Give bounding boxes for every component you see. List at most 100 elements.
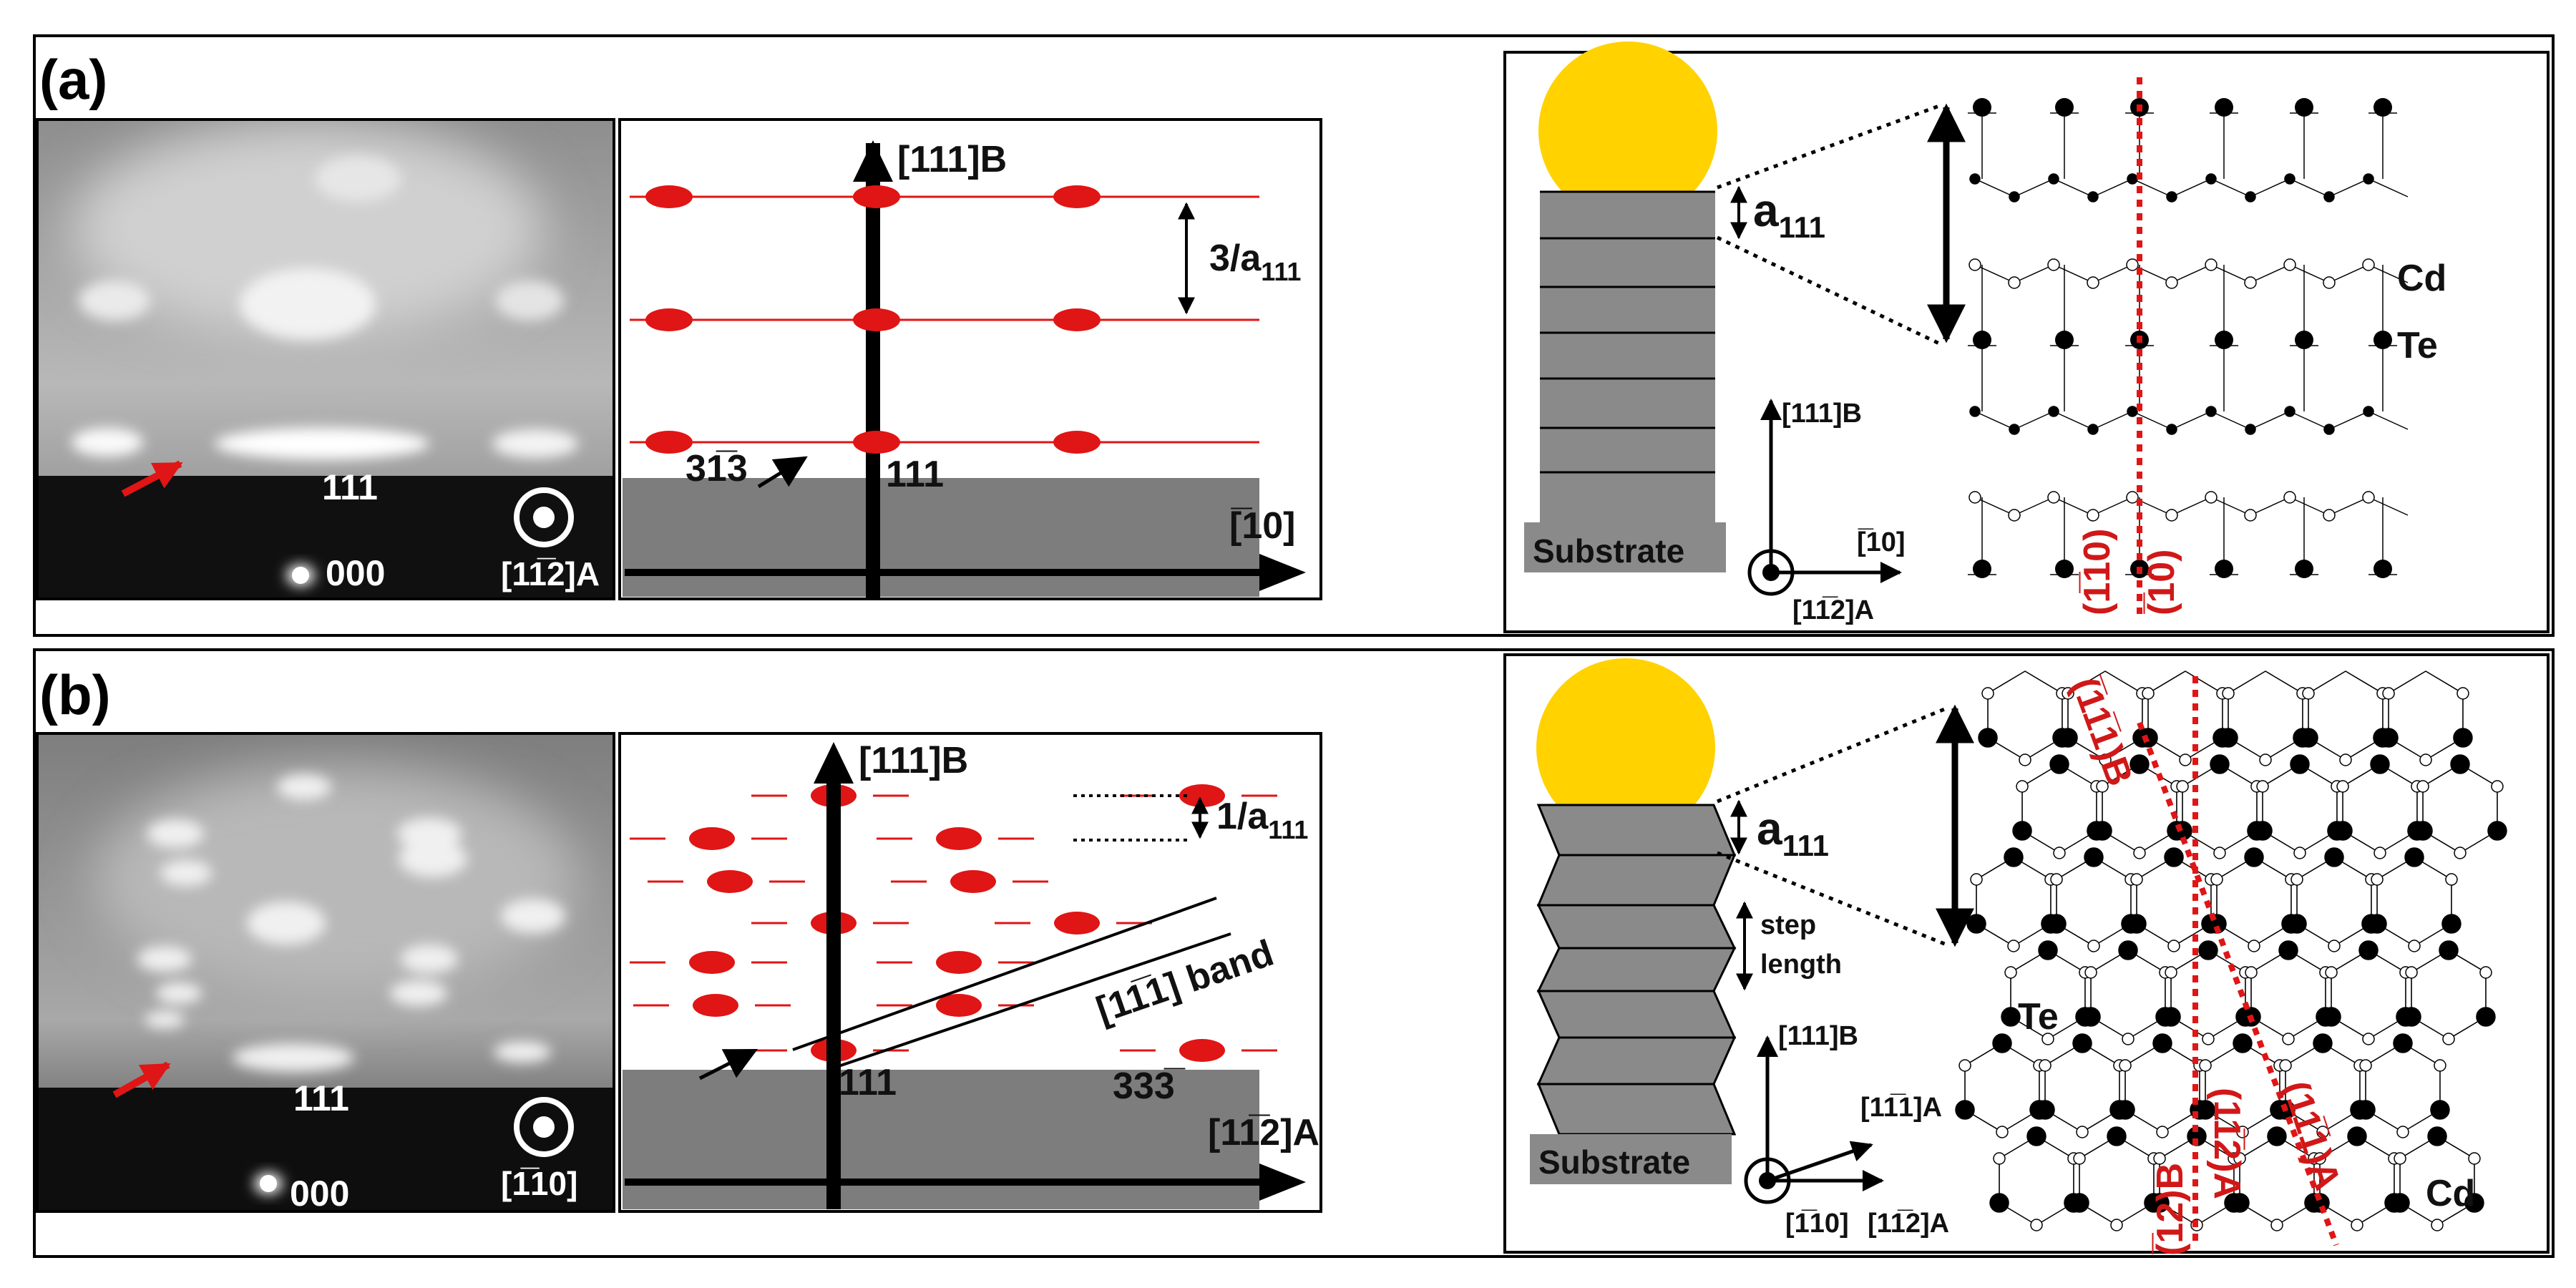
te-atom <box>2363 173 2374 185</box>
te-atom <box>2487 821 2507 841</box>
cd-atom <box>2457 687 2469 700</box>
te-atom <box>1955 1100 1975 1120</box>
cd-atom <box>2373 847 2386 859</box>
spot-label-313: 31̅3 <box>686 448 748 489</box>
cd-atom <box>2351 1219 2363 1231</box>
te-atom <box>2164 847 2184 867</box>
cd-atom <box>2087 940 2100 952</box>
cd-atom <box>2030 1219 2043 1231</box>
te-atom <box>1969 173 1981 185</box>
te-atom <box>2323 424 2335 435</box>
diffraction-spot <box>936 827 982 850</box>
te-atom <box>2347 1126 2367 1146</box>
atomic-lattice-b <box>1955 670 2507 1231</box>
cd-atom <box>2133 847 2146 859</box>
band-line-1 <box>792 897 1217 1051</box>
substrate-a <box>1524 522 1726 572</box>
cd-atom <box>2408 940 2421 952</box>
diffraction-spot <box>1179 784 1225 807</box>
te-atom <box>2046 914 2067 934</box>
cd-atom <box>2302 687 2315 700</box>
cd-atom <box>2165 509 2178 522</box>
cd-atom <box>2050 873 2063 886</box>
te-atom <box>2379 728 2399 748</box>
cd-atom <box>2053 847 2066 859</box>
panel-b-frame <box>33 648 2555 1258</box>
cd-atom <box>2205 491 2218 504</box>
gold-catalyst-b <box>1536 658 1715 837</box>
te-atom <box>2464 1193 2484 1213</box>
te-atom <box>2107 1126 2127 1146</box>
te-atom <box>2441 914 2462 934</box>
axis-horizontal-a: [̅10] <box>1229 505 1295 547</box>
cd-atom <box>2382 687 2395 700</box>
te-atom <box>2127 914 2147 934</box>
te-atom <box>2049 754 2069 774</box>
plane-1-a: (1̅10) <box>2077 529 2118 615</box>
cd-atom <box>2419 753 2432 766</box>
diffraction-spot <box>707 870 753 893</box>
spot-label-111-b: 111 <box>839 1062 897 1103</box>
cd-atom <box>2119 1059 2132 1072</box>
te-atom <box>2210 754 2230 774</box>
cd-atom <box>2126 258 2139 271</box>
cd-atom <box>2244 276 2257 289</box>
te-atom <box>2284 173 2296 185</box>
te-atom <box>2048 173 2059 185</box>
cd-atom <box>2396 1126 2409 1138</box>
te-atom <box>1989 1193 2009 1213</box>
te-atom <box>2069 1193 2089 1213</box>
te-atom <box>2129 754 2150 774</box>
cd-atom <box>2445 873 2458 886</box>
growth-model-b: Substrate a111 step length (̅11̅1)B (̅12… <box>1503 653 2550 1256</box>
te-atom <box>2430 1100 2450 1120</box>
a111-label-b: a111 <box>1757 803 1829 862</box>
panel-a-frame <box>33 34 2555 637</box>
cd-atom <box>2073 1152 2086 1165</box>
te-atom <box>2453 728 2473 748</box>
cd-atom <box>2431 1219 2444 1231</box>
cd-atom <box>2282 1033 2295 1045</box>
te-atom <box>2118 940 2138 960</box>
substrate-label-a: Substrate <box>1533 532 1684 570</box>
label-000-b: 000 <box>290 1174 349 1214</box>
cd-atom <box>2156 1126 2169 1138</box>
cd-label-b: Cd <box>2426 1173 2475 1214</box>
cd-atom <box>2084 966 2097 979</box>
cd-atom <box>2362 491 2375 504</box>
te-atom <box>2026 1126 2046 1146</box>
cd-atom <box>2259 753 2272 766</box>
te-atom <box>2358 940 2379 960</box>
te-atom <box>2401 1007 2421 1027</box>
cd-atom <box>1993 1152 2006 1165</box>
cd-atom <box>2096 780 2109 793</box>
te-atom <box>2048 406 2059 417</box>
cd-atom <box>2039 1059 2051 1072</box>
te-atom <box>2084 847 2104 867</box>
plane-3-b: (11̅2)A <box>2206 1088 2248 1199</box>
cd-atom <box>2165 276 2178 289</box>
cd-atom <box>2210 873 2223 886</box>
te-atom <box>2230 1193 2250 1213</box>
spacing-label-a: 3/a111 <box>1209 238 1301 286</box>
te-atom <box>2058 728 2078 748</box>
te-atom <box>2009 191 2020 203</box>
cd-atom <box>2142 687 2155 700</box>
te-atom <box>2324 847 2344 867</box>
gold-catalyst-a <box>1538 42 1717 220</box>
out-of-plane-symbol-b <box>1744 1157 1791 1204</box>
cd-atom <box>2293 847 2306 859</box>
diffraction-spot <box>1179 1039 1225 1062</box>
te-atom <box>2115 1100 2135 1120</box>
te-atom <box>2205 173 2217 185</box>
te-atom <box>2218 728 2238 748</box>
te-atom <box>2363 406 2374 417</box>
cd-atom <box>2316 1126 2329 1138</box>
cd-atom <box>2179 753 2192 766</box>
te-atom <box>2012 821 2032 841</box>
cd-atom <box>2233 1152 2246 1165</box>
cd-atom <box>2279 1059 2292 1072</box>
axis-vertical-b: [111]B <box>859 740 968 781</box>
cd-atom <box>1970 873 1983 886</box>
zone-axis-symbol-a <box>514 487 574 547</box>
